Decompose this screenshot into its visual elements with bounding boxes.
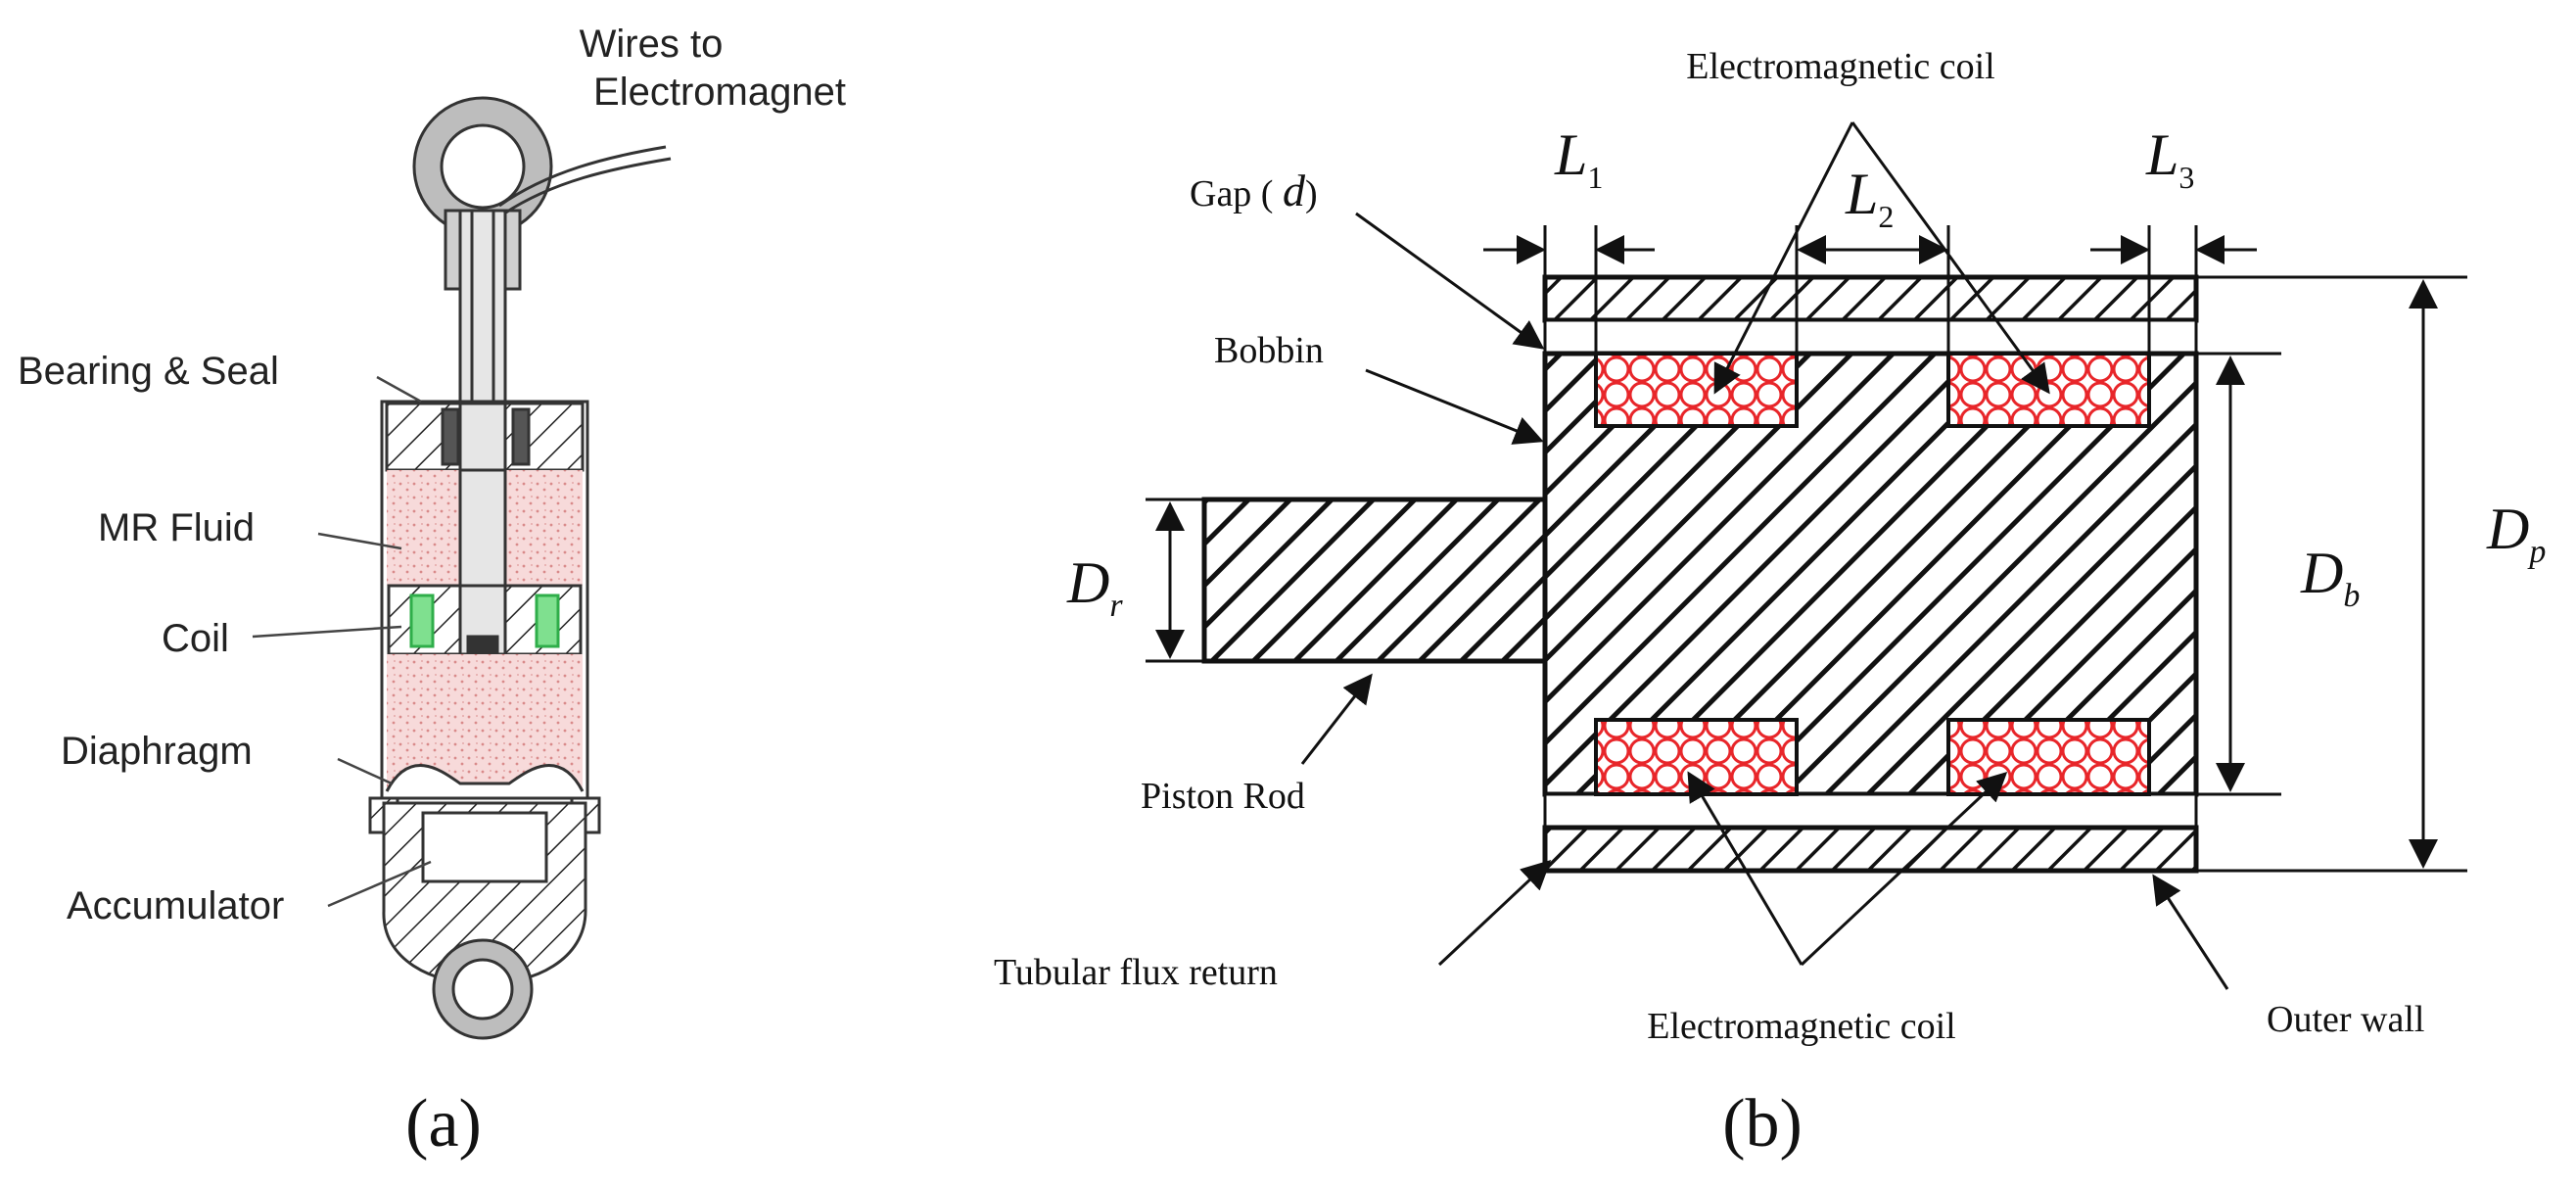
top-eye-hole: [440, 123, 526, 210]
label-piston-rod: Piston Rod: [1141, 776, 1305, 817]
wires: [498, 145, 667, 208]
coil-green-right: [535, 594, 560, 648]
label-diaphragm: Diaphragm: [61, 730, 253, 773]
dim-Db: Db: [2300, 541, 2360, 614]
label-tubular: Tubular flux return: [994, 952, 1278, 993]
label-wires-line1: Wires to: [580, 23, 724, 66]
dim-Dp: Dp: [2486, 497, 2546, 570]
panel-b-leaders: [1300, 121, 2229, 990]
label-accumulator: Accumulator: [67, 884, 284, 927]
gap-top: [1543, 318, 2198, 356]
panel-b-labels: Electromagnetic coil Gap ( d) Bobbin Pis…: [994, 46, 2546, 1047]
coil-top-left: [1594, 352, 1799, 428]
caption-b: (b): [1722, 1086, 1803, 1162]
label-gap-symbol: d: [1283, 166, 1306, 215]
label-wires-line2: Electromagnet: [593, 71, 846, 114]
label-coil-top: Electromagnetic coil: [1686, 46, 1994, 87]
bottom-eye-hole: [451, 958, 514, 1021]
coil-bottom-right: [1946, 718, 2151, 796]
panel-a-labels: Wires to Electromagnet Bearing & Seal MR…: [18, 23, 846, 927]
outer-wall-top: [1542, 274, 2199, 323]
label-gap: Gap ( d): [1190, 166, 1318, 215]
label-gap-close: ): [1305, 173, 1318, 214]
coil-top-right: [1946, 352, 2151, 428]
gap-bottom: [1543, 792, 2198, 830]
label-outer-wall: Outer wall: [2267, 999, 2424, 1040]
dim-L2: L2: [1845, 162, 1894, 234]
dim-L3: L3: [2145, 122, 2194, 195]
label-bearing-seal: Bearing & Seal: [18, 350, 279, 393]
panel-a-drawing: [252, 96, 672, 1040]
coil-green-left: [409, 594, 435, 648]
label-mr-fluid: MR Fluid: [98, 506, 255, 549]
piston-rod-b: [1201, 497, 1548, 664]
label-coil-bottom: Electromagnetic coil: [1647, 1006, 1955, 1047]
label-coil: Coil: [162, 617, 229, 660]
diaphragm-a: [385, 764, 585, 792]
panel-b-dimensions: [1146, 225, 2467, 873]
coil-bottom-left: [1594, 718, 1799, 796]
dim-Dr: Dr: [1066, 550, 1123, 624]
label-bobbin: Bobbin: [1214, 330, 1324, 371]
label-gap-text: Gap (: [1190, 173, 1283, 214]
panel-b-drawing: [1201, 274, 2199, 874]
accumulator-chamber: [421, 811, 548, 883]
outer-wall-bottom: [1542, 825, 2199, 874]
dim-L1: L1: [1554, 122, 1603, 195]
caption-a: (a): [405, 1086, 482, 1162]
